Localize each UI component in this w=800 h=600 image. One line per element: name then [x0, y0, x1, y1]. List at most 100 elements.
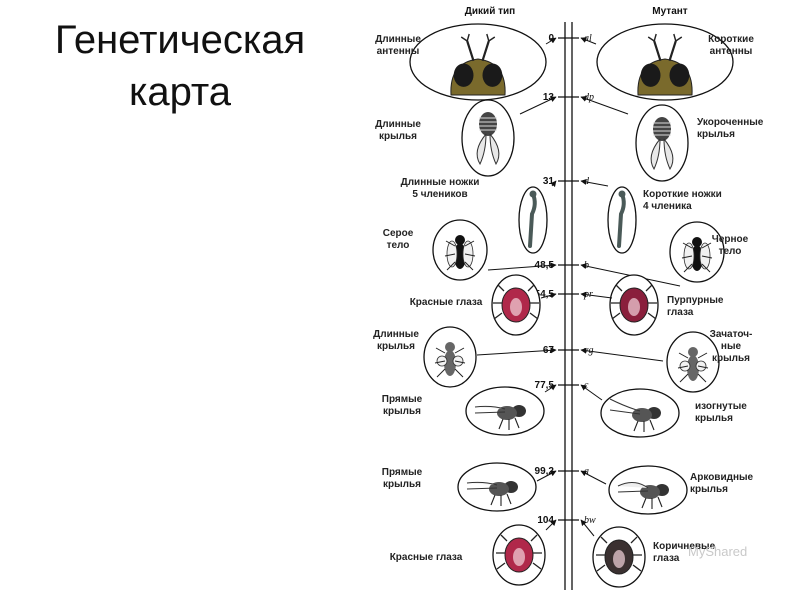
- mutant-phenotype: [600, 388, 680, 438]
- label-line: Длинные: [375, 119, 421, 130]
- wild-type-phenotype: [465, 386, 545, 436]
- fly-head-icon: [445, 342, 455, 352]
- label-line: антенны: [377, 46, 420, 57]
- wild-arrow: [550, 180, 557, 188]
- wild-type-phenotype: [491, 274, 541, 336]
- phenotype-frame: [635, 104, 689, 182]
- label-line: Прямые: [382, 467, 423, 478]
- label-line: изогнутые: [695, 401, 747, 412]
- mutant-arrow: [580, 470, 607, 485]
- wing-icon: [489, 133, 500, 166]
- leg-joint-icon: [529, 190, 537, 198]
- antenna-icon: [653, 40, 677, 62]
- label-line: Короткие: [708, 34, 754, 45]
- wild-arrow: [476, 347, 557, 356]
- wild-type-phenotype: [432, 219, 488, 281]
- locus-symbol: al: [584, 33, 592, 44]
- mutant-phenotype: [669, 221, 725, 283]
- label-line: антенны: [710, 46, 753, 57]
- fly-wing-icon: [436, 355, 448, 367]
- fly-wing-icon: [617, 482, 649, 489]
- label-line: Черное: [712, 234, 749, 245]
- fly-wing-icon: [452, 355, 464, 367]
- fly-wing-icon: [462, 240, 474, 268]
- mutant-phenotype: [592, 526, 646, 588]
- fly-wing-icon: [695, 360, 707, 372]
- thorax-icon: [479, 112, 497, 136]
- fly-body-icon: [444, 350, 456, 376]
- locus-symbol: a: [584, 466, 589, 477]
- locus-position: 31: [543, 176, 555, 187]
- label-line: крылья: [383, 406, 421, 417]
- fly-wing-icon: [609, 398, 641, 412]
- wing-icon: [650, 138, 661, 171]
- label-line: крылья: [695, 413, 733, 424]
- label-line: Короткие ножки: [643, 189, 722, 200]
- label-line: тело: [719, 246, 742, 257]
- fly-head-icon: [692, 237, 702, 247]
- mutant-arrow: [580, 291, 613, 299]
- wild-type-phenotype: [518, 186, 548, 254]
- label-line: Прямые: [382, 394, 423, 405]
- label-line: Коричневые: [653, 541, 716, 552]
- fly-legs-icon: [493, 284, 539, 320]
- fly-wing-icon: [699, 242, 711, 270]
- compound-eye-icon: [669, 63, 690, 87]
- fly-legs-icon: [490, 493, 512, 506]
- arista-icon: [647, 33, 683, 42]
- fly-body-icon: [640, 485, 660, 499]
- label-line: тело: [387, 240, 410, 251]
- fly-head-icon: [455, 235, 465, 245]
- label-line: Красные глаза: [390, 552, 463, 563]
- mutant-phenotype: [609, 274, 659, 336]
- locus-position: 104: [537, 515, 554, 526]
- fly-legs-icon: [641, 496, 663, 509]
- leg-joint-icon: [618, 190, 626, 198]
- compound-eye-icon: [640, 63, 661, 87]
- wild-arrow: [545, 519, 557, 531]
- arista-icon: [460, 33, 496, 42]
- wild-type-phenotype: [423, 326, 477, 388]
- fly-legs-icon: [611, 284, 657, 320]
- thorax-icon: [653, 117, 671, 141]
- watermark: MyShared: [688, 544, 747, 559]
- label-line: Длинные: [375, 34, 421, 45]
- locus-symbol: dp: [584, 92, 594, 103]
- wing-vein-icon: [466, 487, 498, 490]
- label-line: Арковидные: [690, 472, 754, 483]
- label-line: Длинные: [373, 329, 419, 340]
- locus-position: 13: [543, 92, 555, 103]
- eye-highlight-icon: [510, 298, 522, 316]
- label-line: крылья: [712, 353, 750, 364]
- wild-type-phenotype: [461, 99, 515, 177]
- locus-position: 99,2: [535, 466, 555, 477]
- mutant-phenotype: [608, 465, 688, 515]
- eye-highlight-icon: [613, 550, 625, 568]
- label-line: 5 члеников: [412, 189, 467, 200]
- wild-type-phenotype: [492, 524, 546, 586]
- wild-arrow: [487, 262, 557, 271]
- label-line: крылья: [377, 341, 415, 352]
- label-line: Пурпурные: [667, 295, 724, 306]
- label-line: глаза: [653, 553, 680, 564]
- label-line: крылья: [690, 484, 728, 495]
- label-line: ные: [721, 341, 742, 352]
- fly-legs-icon: [677, 352, 709, 383]
- mutant-phenotype: [596, 23, 734, 101]
